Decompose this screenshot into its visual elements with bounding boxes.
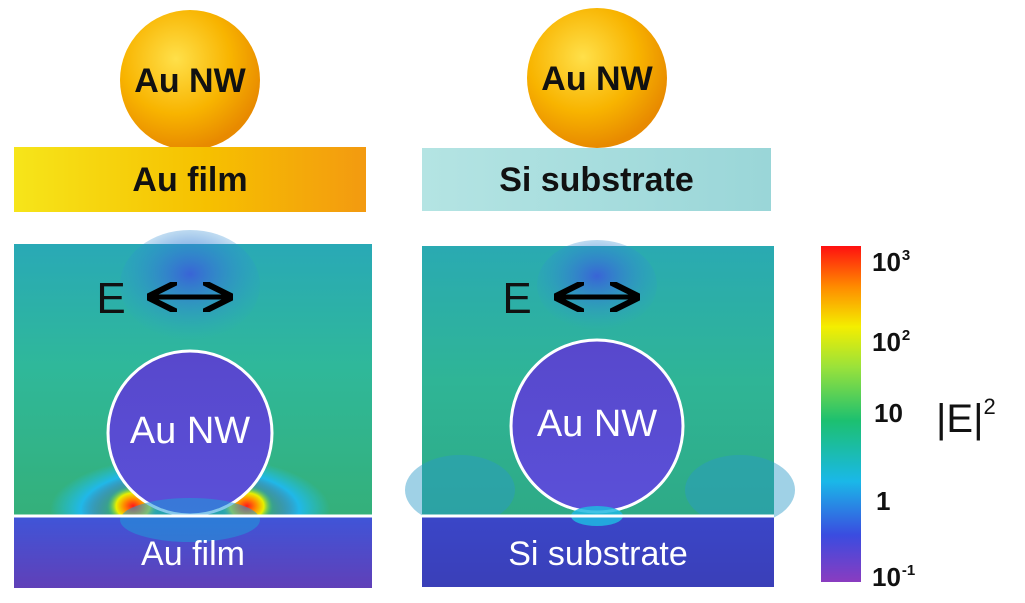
right-schematic-substrate-label: Si substrate — [499, 161, 694, 199]
left-field-label: E — [96, 274, 126, 323]
left-field-map — [14, 230, 372, 588]
right-gold-nanowire-sphere — [527, 8, 667, 148]
right-field-map — [405, 240, 795, 587]
colorbar-tick-0.1: 10-1 — [872, 562, 916, 592]
left-schematic-wire-label: Au NW — [134, 62, 246, 100]
right-si-substrate-bar — [422, 148, 771, 211]
colorbar-tick-1000: 103 — [872, 247, 911, 277]
right-field-label: E — [502, 274, 532, 323]
colorbar-title: |E|2 — [936, 394, 996, 441]
colorbar-tick-10: 10 — [874, 398, 903, 428]
left-map-substrate-label: Au film — [141, 535, 245, 573]
left-schematic-substrate-label: Au film — [132, 161, 248, 199]
right-map-substrate-label: Si substrate — [508, 535, 688, 573]
colorbar-gradient — [821, 246, 861, 582]
colorbar-tick-100: 102 — [872, 327, 911, 357]
left-gold-film-bar — [14, 147, 366, 212]
left-gold-nanowire-sphere — [120, 10, 260, 150]
right-map-wire-label: Au NW — [536, 403, 658, 445]
right-substrate-region — [422, 516, 774, 587]
colorbar-tick-1: 1 — [876, 486, 891, 516]
left-map-wire-label: Au NW — [129, 410, 251, 452]
right-schematic-wire-label: Au NW — [541, 60, 653, 98]
